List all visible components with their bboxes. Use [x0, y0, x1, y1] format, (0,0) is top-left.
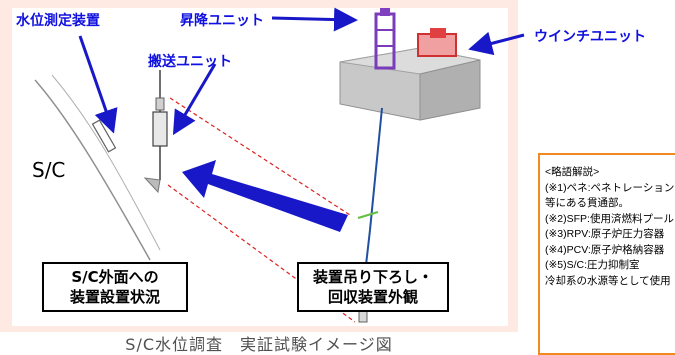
arrow-lift	[271, 7, 358, 32]
notes-line: (※2)SFP:使用済燃料プール	[545, 212, 674, 225]
arrow-transport	[172, 63, 217, 136]
label-transport-unit: 搬送ユニット	[148, 54, 232, 70]
notes-title: <略語解説>	[545, 166, 600, 178]
box-outer-install: S/C外面への 装置設置状況	[42, 262, 188, 312]
figure-caption: S/C水位調査 実証試験イメージ図	[125, 335, 393, 354]
abbreviation-notes: <略語解説> (※1)ペネ:ペネトレーション 等にある貫通部。 (※2)SFP:…	[538, 153, 675, 355]
transport-unit-drawing	[143, 70, 168, 194]
notes-line: 冷却系の水源等として使用	[545, 274, 671, 287]
label-water-level-device: 水位測定装置	[16, 13, 100, 29]
label-lift-unit: 昇降ユニット	[180, 13, 264, 29]
notes-line: 等にある貫通部。	[545, 197, 629, 209]
sc-vessel-outline	[34, 79, 151, 261]
notes-line: (※1)ペネ:ペネトレーション	[545, 181, 675, 194]
box-outer-install-line1: S/C外面への	[71, 268, 159, 286]
box-outer-install-line2: 装置設置状況	[69, 288, 160, 306]
box-lowering-device: 装置吊り下ろし・ 回収装置外観	[297, 262, 449, 312]
arrow-winch	[468, 31, 525, 56]
box-lowering-device-line2: 回収装置外観	[327, 288, 418, 306]
label-sc: S/C	[32, 158, 66, 182]
notes-line: (※4)PCV:原子炉格納容器	[545, 243, 665, 256]
transfer-arrow	[182, 160, 348, 232]
label-winch-unit: ウインチユニット	[534, 29, 646, 45]
notes-line: (※3)RPV:原子炉圧力容器	[545, 228, 665, 240]
guide-line-bottom	[167, 184, 356, 323]
notes-line: (※5)S/C:圧力抑制室	[545, 259, 640, 271]
apparatus-drawing	[339, 8, 481, 323]
box-lowering-device-line1: 装置吊り下ろし・	[312, 268, 433, 286]
guide-line-top	[169, 97, 351, 216]
arrow-water-level	[78, 35, 118, 134]
